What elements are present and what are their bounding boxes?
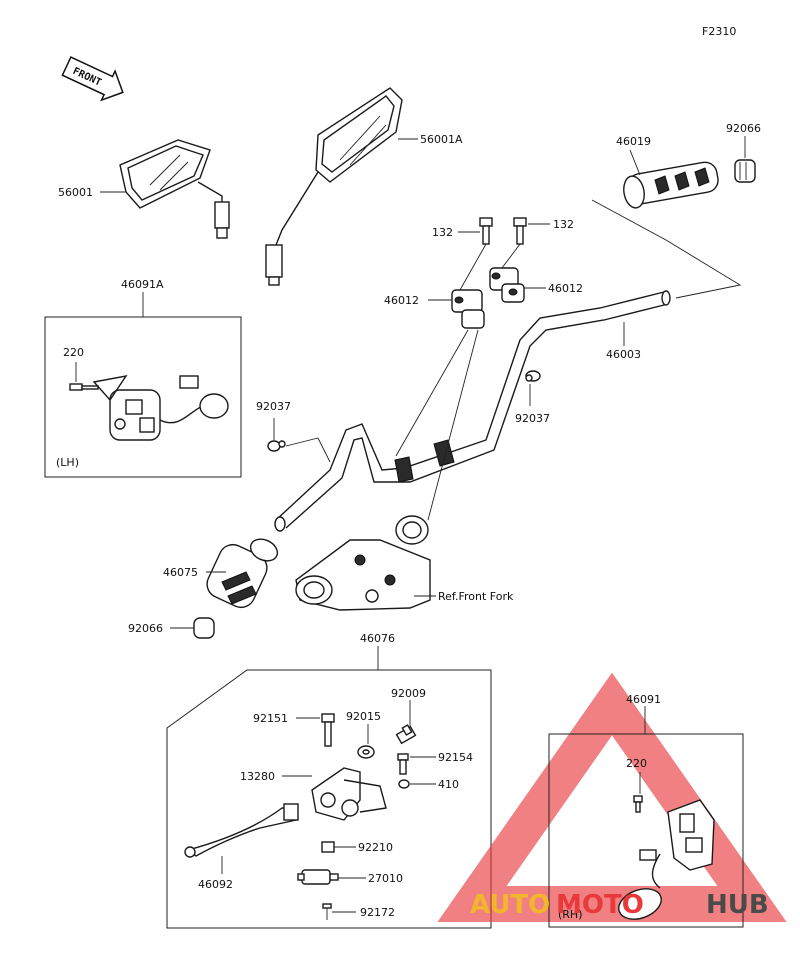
label-220-right: 220 [626, 757, 647, 770]
right-grip [623, 161, 719, 209]
label-410: 410 [438, 778, 459, 791]
bar-end-bottom [193, 617, 215, 639]
label-132-left: 132 [432, 226, 453, 239]
label-220-left: 220 [63, 346, 84, 359]
label-56001A: 56001A [420, 133, 463, 146]
bolt-left [479, 217, 493, 245]
lever-holder-13280 [311, 767, 387, 821]
label-46019: 46019 [616, 135, 651, 148]
watermark-moto: MOTO [556, 890, 644, 920]
left-grip [206, 538, 279, 609]
clutch-lever-46092 [184, 803, 299, 858]
label-92151: 92151 [253, 712, 288, 725]
label-46012-right: 46012 [548, 282, 583, 295]
nut-410 [398, 779, 410, 789]
label-46003: 46003 [606, 348, 641, 361]
label-92210: 92210 [358, 841, 393, 854]
clip-left [267, 440, 286, 452]
label-rh: (RH) [558, 908, 583, 921]
screw-92172 [322, 903, 332, 920]
label-ref-front-fork: Ref.Front Fork [438, 590, 514, 603]
bolt-92151 [321, 713, 335, 747]
right-mirror [265, 87, 403, 286]
label-13280: 13280 [240, 770, 275, 783]
figure-code: F2310 [702, 25, 736, 38]
label-92015: 92015 [346, 710, 381, 723]
label-lh: (LH) [56, 456, 79, 469]
label-132-right: 132 [553, 218, 574, 231]
watermark-hub: HUB [706, 890, 769, 920]
label-46075: 46075 [163, 566, 198, 579]
rh-switch-box [548, 733, 744, 928]
label-92009: 92009 [391, 687, 426, 700]
label-92172: 92172 [360, 906, 395, 919]
switch-27010 [297, 869, 339, 885]
label-92037-left: 92037 [256, 400, 291, 413]
screw-92009 [395, 724, 417, 745]
bar-end-top [734, 159, 756, 183]
label-46091: 46091 [626, 693, 661, 706]
watermark-triangle-icon [437, 672, 787, 922]
label-92066-top: 92066 [726, 122, 761, 135]
nut-92210 [321, 841, 335, 853]
rh-screw [633, 795, 643, 813]
upper-fork-bracket [295, 515, 431, 611]
label-46091A: 46091A [121, 278, 164, 291]
holder-clamp-right [489, 267, 525, 303]
holder-clamp-left [451, 289, 485, 329]
label-46076: 46076 [360, 632, 395, 645]
front-arrow-icon: FRONT [61, 56, 124, 102]
washer-92015 [357, 745, 375, 759]
left-mirror [119, 139, 230, 239]
lh-screw [69, 383, 99, 391]
label-92066-bottom: 92066 [128, 622, 163, 635]
clip-right [525, 370, 541, 382]
watermark-logo: AUTO MOTO HUB [470, 890, 769, 920]
label-27010: 27010 [368, 872, 403, 885]
watermark-triangle-outer [437, 672, 787, 922]
label-56001: 56001 [58, 186, 93, 199]
lh-switch-housing [109, 375, 229, 441]
label-92154: 92154 [438, 751, 473, 764]
bolt-right [513, 217, 527, 245]
handlebar [274, 290, 671, 532]
label-92037-right: 92037 [515, 412, 550, 425]
watermark-auto: AUTO [470, 890, 550, 920]
rh-switch-housing [618, 799, 715, 920]
clutch-lever-box [166, 669, 492, 929]
label-46012-left: 46012 [384, 294, 419, 307]
label-46092: 46092 [198, 878, 233, 891]
bolt-92154 [397, 753, 409, 775]
